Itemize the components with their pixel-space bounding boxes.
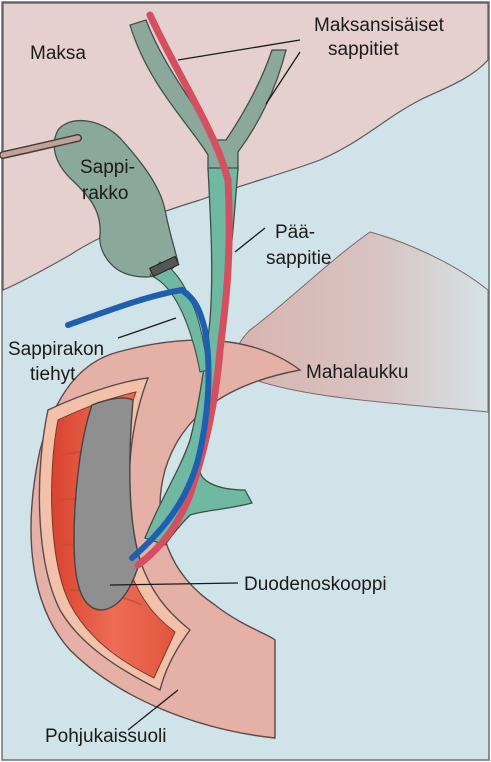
label-liver: Maksa [30,43,86,64]
label-gallbladder-line2: rakko [82,183,128,204]
label-cystic-duct-line1: Sappirakon [8,339,104,360]
label-common-bile-duct-line2: sappitie [266,248,332,269]
label-duodenum: Pohjukaissuoli [45,726,166,747]
label-stomach: Mahalaukku [306,362,408,383]
label-common-bile-duct-line1: Pää- [275,222,315,243]
label-gallbladder-line1: Sappi- [80,157,135,178]
label-intrahepatic-line2: sappitiet [328,39,399,60]
label-intrahepatic-line1: Maksansisäiset [314,15,445,36]
label-cystic-duct-line2: tiehyt [30,364,76,385]
label-duodenoscope: Duodenoskooppi [244,574,387,595]
